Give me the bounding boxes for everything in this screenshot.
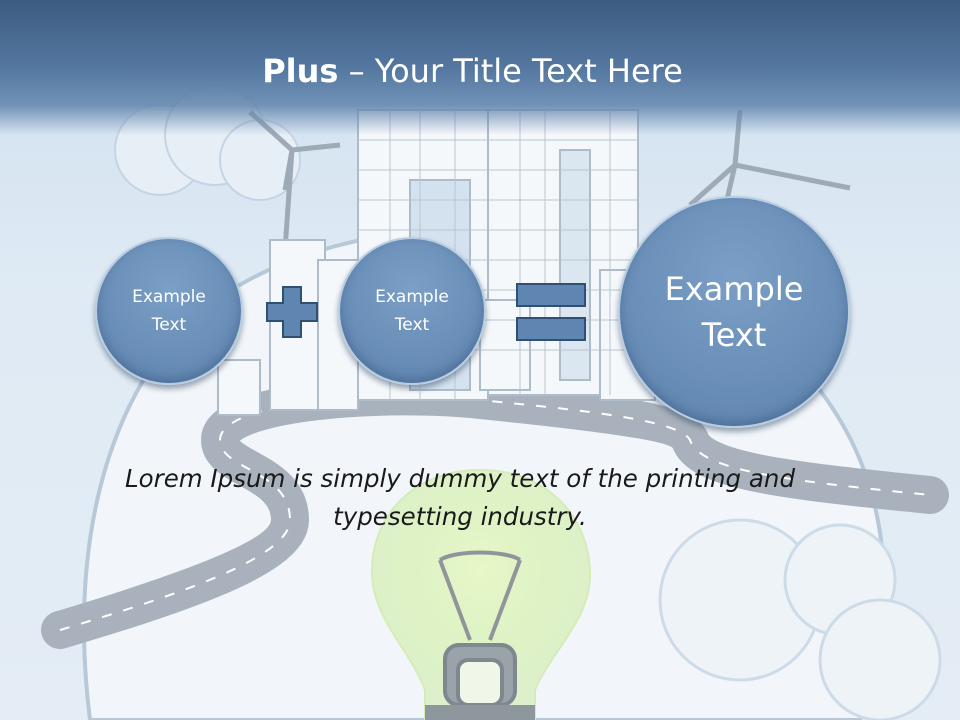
slide-title: Plus – Your Title Text Here xyxy=(0,52,945,90)
circle-3-text: Example Text xyxy=(664,270,804,354)
cloud-icon xyxy=(658,518,942,720)
example-circle-result: Example Text xyxy=(618,196,850,428)
title-bold: Plus xyxy=(262,52,339,90)
circle-1-text: Example Text xyxy=(132,287,206,335)
header-bar xyxy=(0,0,960,135)
bulb-filament xyxy=(438,550,522,707)
circle-2-text: Example Text xyxy=(375,287,449,335)
title-rest: – Your Title Text Here xyxy=(338,52,683,90)
body-text: Lorem Ipsum is simply dummy text of the … xyxy=(124,464,795,531)
plus-icon xyxy=(266,286,318,338)
road-markings xyxy=(59,395,931,631)
equals-icon xyxy=(516,283,586,341)
light-bulb-icon xyxy=(370,468,592,720)
example-circle-1: Example Text xyxy=(95,237,243,385)
bulb-base xyxy=(425,705,535,720)
example-circle-2: Example Text xyxy=(338,237,486,385)
